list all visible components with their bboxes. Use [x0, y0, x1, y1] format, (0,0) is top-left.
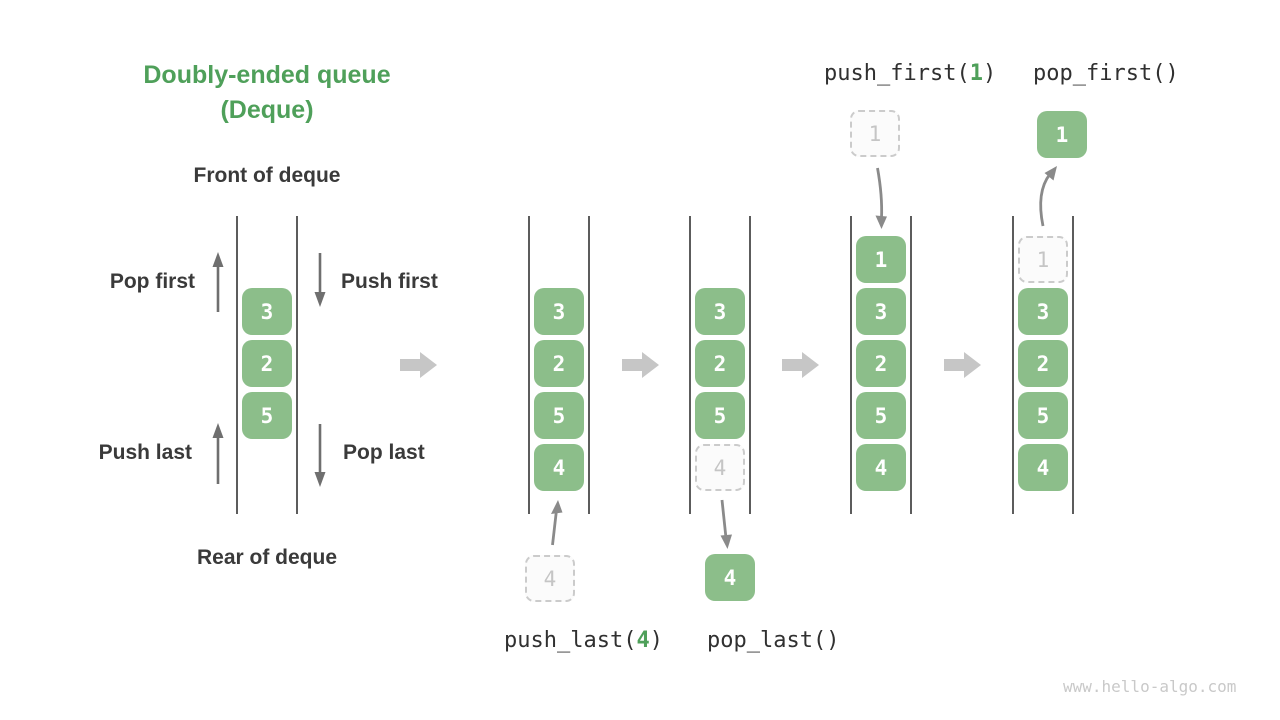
transition-right-arrow-icon [944, 352, 981, 378]
push-first-arrow-icon [314, 253, 326, 307]
code-prefix: push_first( [824, 61, 970, 86]
queue-cell: 5 [242, 392, 292, 439]
queue-cell: 5 [856, 392, 906, 439]
code-suffix: ) [982, 61, 997, 86]
title-line1: Doubly-ended queue [143, 61, 391, 89]
queue-cell: 3 [856, 288, 906, 335]
code-suffix: ) [649, 628, 663, 653]
pop-last-remove-arrow-icon [720, 499, 732, 549]
queue-cell: 1 [856, 236, 906, 283]
queue-cell: 2 [1018, 340, 1068, 387]
queue-line [588, 216, 590, 514]
transition-right-arrow-icon [782, 352, 819, 378]
pop-last-arrow-icon [314, 424, 326, 487]
queue-cell: 3 [695, 288, 745, 335]
diagram-title: Doubly-ended queue (Deque) [100, 58, 434, 128]
title-line2: (Deque) [220, 96, 314, 124]
code-arg: 1 [969, 61, 983, 86]
rear-of-deque-label: Rear of deque [196, 546, 338, 569]
pop-last-code-label: pop_last() [707, 628, 840, 653]
pop-first-label: Pop first [109, 270, 195, 293]
queue-line [910, 216, 912, 514]
queue-cell: 2 [695, 340, 745, 387]
queue-cell: 3 [242, 288, 292, 335]
queue-line [1072, 216, 1074, 514]
push-first-label: Push first [341, 270, 438, 293]
pop-first-code-label: pop_first() [1033, 61, 1179, 86]
queue-cell: 3 [534, 288, 584, 335]
push-last-arrow-icon [212, 423, 224, 484]
push-last-insert-arrow-icon [551, 500, 563, 546]
queue-cell: 2 [534, 340, 584, 387]
transition-right-arrow-icon [622, 352, 659, 378]
queue-line [528, 216, 530, 514]
queue-line [850, 216, 852, 514]
queue-cell: 5 [534, 392, 584, 439]
popped-element: 1 [1037, 111, 1087, 158]
incoming-element-ghost: 1 [850, 110, 900, 157]
pop-first-remove-arrow-icon [1039, 166, 1057, 227]
queue-cell: 4 [1018, 444, 1068, 491]
queue-cell: 2 [242, 340, 292, 387]
transition-right-arrow-icon [400, 352, 437, 378]
push-first-insert-arrow-icon [875, 167, 887, 229]
queue-cell: 4 [534, 444, 584, 491]
queue-cell: 5 [695, 392, 745, 439]
queue-line [1012, 216, 1014, 514]
queue-cell: 5 [1018, 392, 1068, 439]
code-arg: 4 [636, 628, 650, 653]
push-last-label: Push last [98, 441, 192, 464]
queue-line [689, 216, 691, 514]
incoming-element-ghost: 4 [525, 555, 575, 602]
queue-cell: 4 [856, 444, 906, 491]
queue-line [749, 216, 751, 514]
queue-cell: 2 [856, 340, 906, 387]
watermark: www.hello-algo.com [1063, 677, 1237, 696]
queue-cell: 3 [1018, 288, 1068, 335]
removed-slot-ghost: 1 [1018, 236, 1068, 283]
code-prefix: push_last( [504, 628, 637, 653]
front-of-deque-label: Front of deque [193, 164, 341, 187]
popped-element: 4 [705, 554, 755, 601]
pop-last-label: Pop last [343, 441, 425, 464]
queue-line [236, 216, 238, 514]
removed-slot-ghost: 4 [695, 444, 745, 491]
push-first-code-label: push_first(1) [824, 61, 996, 86]
push-last-code-label: push_last(4) [504, 628, 663, 653]
pop-first-arrow-icon [212, 252, 224, 312]
queue-line [296, 216, 298, 514]
